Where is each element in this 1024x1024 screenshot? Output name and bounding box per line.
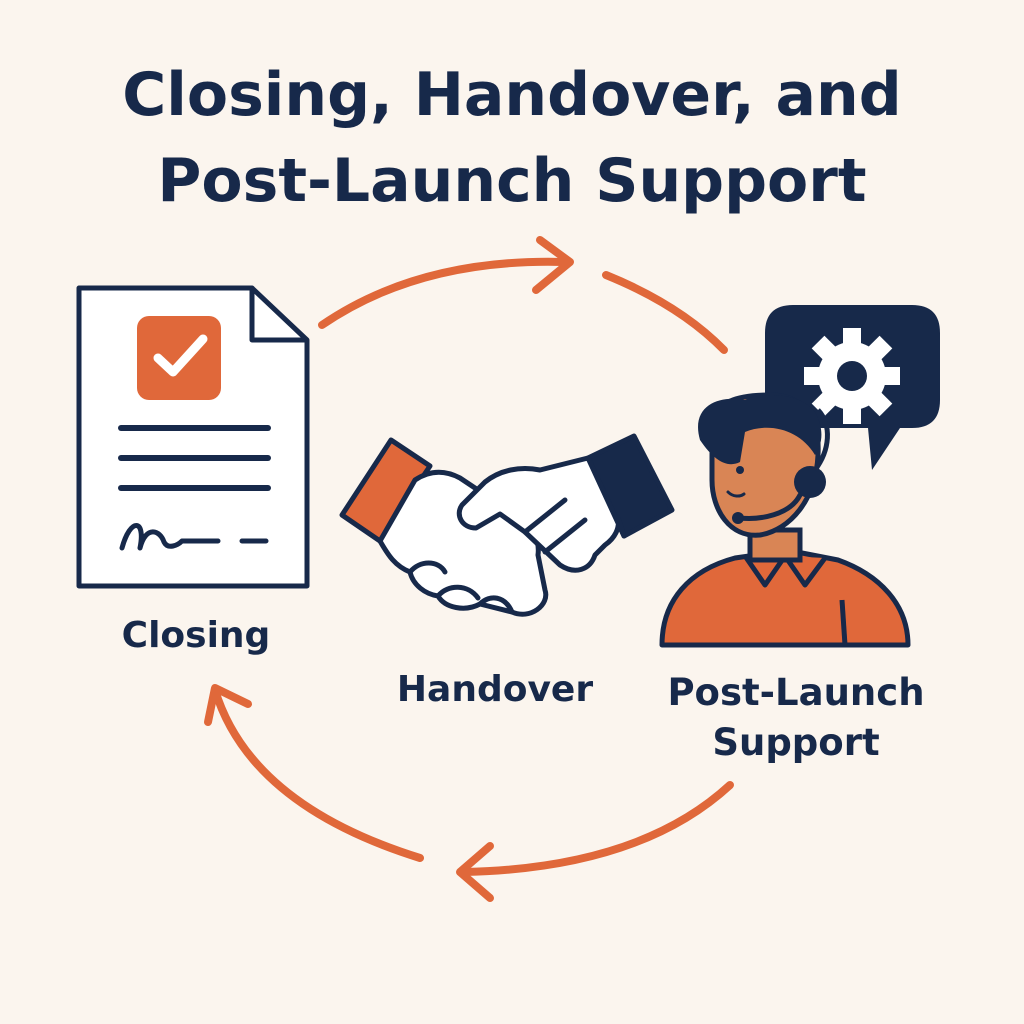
page-title: Closing, Handover, and Post-Launch Suppo… [0, 52, 1024, 224]
arrow-bottom-left [204, 684, 424, 862]
title-line-2: Post-Launch Support [157, 146, 867, 216]
arrow-support-to-closing [456, 781, 734, 902]
stage-label-closing: Closing [121, 615, 271, 656]
gear-icon [804, 328, 900, 424]
checkmark-icon [153, 334, 208, 377]
checkbox-icon [137, 316, 221, 400]
handshake-icon [339, 433, 675, 617]
support-agent-icon [659, 305, 940, 648]
arrow-closing-to-handover [318, 236, 574, 329]
arc-top-right [602, 271, 728, 354]
stage-label-handover: Handover [396, 669, 594, 710]
stage-label-post-launch-support: Post-Launch Support [667, 671, 925, 764]
title-line-1: Closing, Handover, and [122, 60, 902, 130]
signature-icon [119, 523, 269, 551]
signed-document-icon [76, 285, 310, 589]
